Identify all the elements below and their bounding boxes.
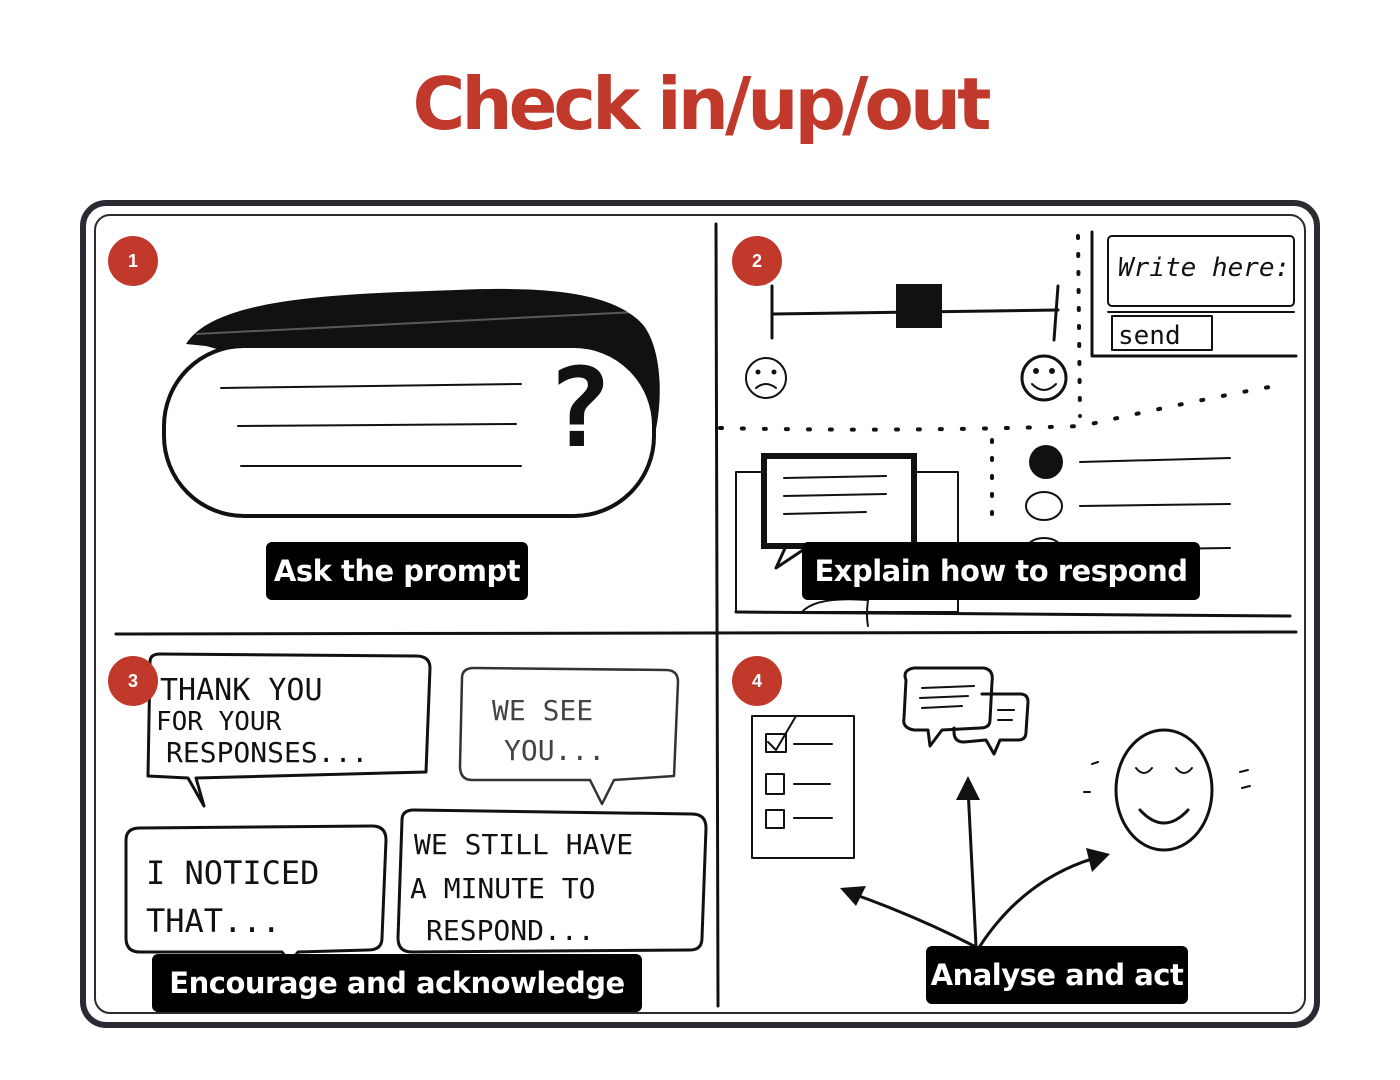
speech-bubble-we-see-you: WE SEE YOU... — [458, 666, 680, 806]
multiple-choice-sketch — [1025, 445, 1231, 563]
bubble-text-line: RESPOND... — [426, 914, 595, 947]
page-title: Check in/up/out — [412, 62, 991, 146]
horizontal-divider — [114, 630, 1298, 636]
screen-sketch — [734, 453, 1292, 627]
caption-ask-the-prompt: Ask the prompt — [266, 542, 528, 600]
bubble-text-line: RESPONSES... — [166, 736, 368, 769]
bubble-text-line: THANK YOU — [160, 673, 323, 708]
bubble-text-line: I NOTICED — [146, 854, 319, 892]
speech-bubble-i-noticed: I NOTICED THAT... — [124, 824, 388, 964]
checklist-icon — [751, 715, 855, 859]
write-here-label: Write here: — [1118, 253, 1290, 283]
bubble-text-line: WE SEE — [492, 694, 593, 727]
caption-explain-how-to-respond: Explain how to respond — [802, 542, 1200, 600]
vertical-divider — [714, 222, 720, 1008]
step-badge-1: 1 — [108, 236, 158, 286]
bubble-text-line: WE STILL HAVE — [414, 828, 633, 861]
prompt-bubble — [162, 288, 660, 518]
step-badge-4: 4 — [732, 656, 782, 706]
sad-face-icon — [745, 357, 787, 399]
chat-bubbles-icon — [902, 666, 1030, 756]
calm-face-icon — [1083, 728, 1251, 852]
step-badge-3: 3 — [108, 656, 158, 706]
bubble-text-line: THAT... — [146, 902, 281, 940]
speech-bubble-still-have-minute: WE STILL HAVE A MINUTE TO RESPOND... — [396, 808, 708, 954]
step-badge-2: 2 — [732, 236, 782, 286]
send-label: send — [1118, 321, 1181, 351]
svg-text:?: ? — [546, 344, 612, 472]
caption-encourage-and-acknowledge: Encourage and acknowledge — [152, 954, 642, 1012]
speech-bubble-thank-you: THANK YOU FOR YOUR RESPONSES... — [146, 652, 432, 808]
text-response-box: Write here: send — [1090, 230, 1298, 358]
happy-face-icon — [1020, 354, 1068, 402]
rating-slider — [770, 284, 1060, 342]
bubble-text-line: A MINUTE TO — [410, 872, 595, 905]
question-mark-icon: ? — [546, 344, 612, 472]
action-arrows — [840, 776, 1110, 948]
storyboard-sheet: ? Write here: send — [94, 214, 1306, 1014]
storyboard-sketch: ? Write here: send — [114, 222, 1298, 1008]
caption-analyse-and-act: Analyse and act — [926, 946, 1188, 1004]
bubble-text-line: YOU... — [504, 734, 605, 767]
bubble-text-line: FOR YOUR — [156, 707, 282, 737]
